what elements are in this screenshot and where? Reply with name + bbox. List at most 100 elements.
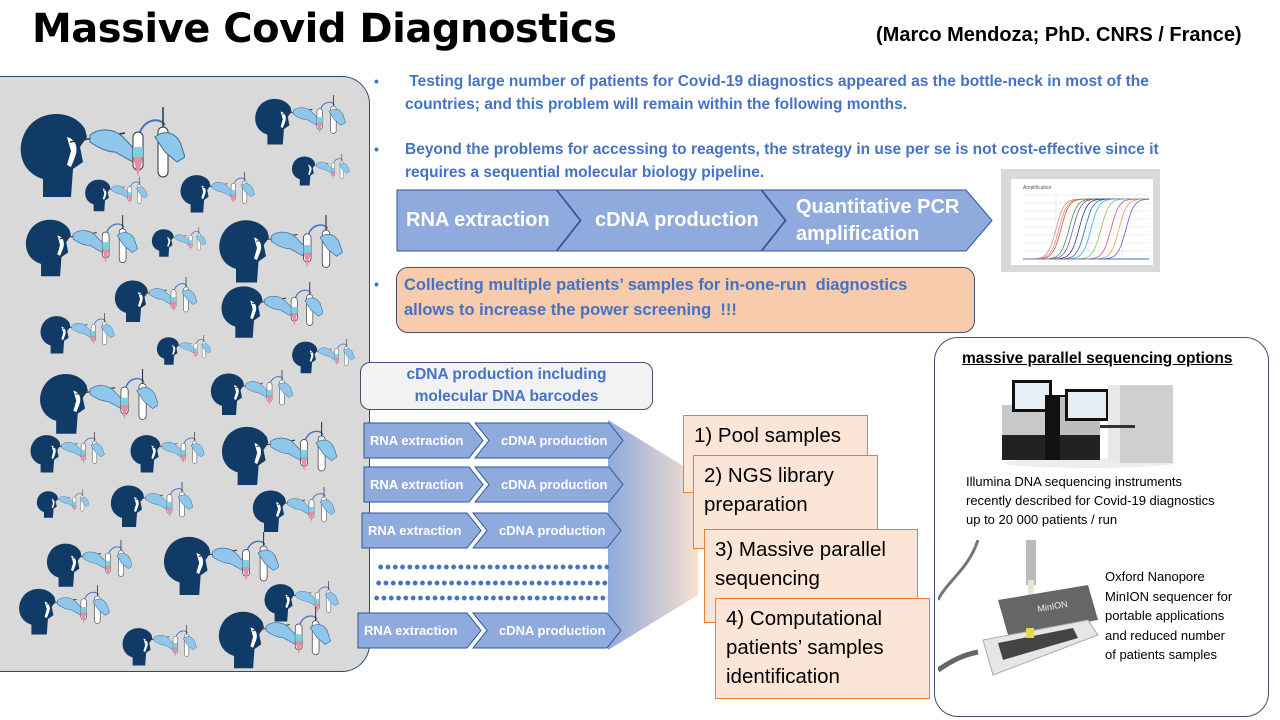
swab-test-icon <box>215 607 331 671</box>
author-credit: (Marco Mendoza; PhD. CNRS / France) <box>876 24 1242 46</box>
ellipsis-dots-row <box>373 595 608 601</box>
swab-test-icon <box>252 95 346 147</box>
parallel-step-cdna-production: cDNA production <box>472 612 622 649</box>
swab-test-icon <box>155 335 212 366</box>
parallel-step-label: cDNA production <box>499 523 606 538</box>
highlight-line: Collecting multiple patients’ samples fo… <box>404 276 908 294</box>
swab-test-icon <box>250 487 335 535</box>
qpcr-chart-title: Amplification <box>1023 185 1052 191</box>
bullet-text-line: countries; and this problem will remain … <box>405 96 908 113</box>
parallel-step-label: RNA extraction <box>370 477 464 492</box>
ellipsis-dots-row <box>377 564 612 570</box>
swab-test-icon <box>44 540 133 589</box>
swab-test-icon <box>215 215 343 286</box>
swab-test-icon <box>22 215 138 280</box>
parallel-step-rna-extraction: RNA extraction <box>357 612 482 649</box>
amplification-curve <box>1023 198 1150 260</box>
parallel-step-label: RNA extraction <box>370 433 464 448</box>
swab-test-icon <box>16 585 110 637</box>
pooling-highlight-box <box>396 267 975 333</box>
bullet-text-line: Beyond the problems for accessing to rea… <box>405 141 1159 158</box>
bullet-item: • Beyond the problems for accessing to r… <box>372 138 1202 184</box>
bullet-item: • <box>372 273 392 293</box>
ngs-step-label: identification <box>726 665 840 688</box>
swab-test-icon <box>35 489 90 519</box>
slide-title: Massive Covid Diagnostics <box>32 6 617 52</box>
swab-illustration-panel <box>0 76 370 672</box>
pipeline-step-label: RNA extraction <box>406 209 550 231</box>
nanopore-description: Oxford Nanopore MinION sequencer for por… <box>1105 567 1232 665</box>
swab-test-icon <box>262 581 339 624</box>
pipeline-step-cdna-production: cDNA production <box>556 189 786 252</box>
nanopore-line: and reduced number <box>1105 627 1225 643</box>
bullet-dot-icon: • <box>374 141 379 157</box>
illumina-line: up to 20 000 patients / run <box>966 512 1118 527</box>
parallel-step-cdna-production: cDNA production <box>474 466 624 503</box>
illumina-description: Illumina DNA sequencing instruments rece… <box>966 472 1215 529</box>
swab-test-icon <box>15 107 185 202</box>
bullet-dot-icon: • <box>374 276 379 292</box>
barcode-label-box: cDNA production including molecular DNA … <box>360 362 653 410</box>
swab-test-icon <box>150 227 207 258</box>
barcode-line: molecular DNA barcodes <box>414 388 599 405</box>
minion-sequencer-icon: MinION <box>938 540 1099 676</box>
swab-test-icon <box>290 154 350 187</box>
parallel-step-rna-extraction: RNA extraction <box>361 512 482 549</box>
parallel-step-label: cDNA production <box>499 623 606 638</box>
pipeline-step-label-group: Quantitative PCR amplification <box>796 194 959 248</box>
ngs-step-computational-identification: 4) Computational patients’ samples ident… <box>715 598 930 699</box>
parallel-step-rna-extraction: RNA extraction <box>363 422 484 459</box>
ellipsis-dots-row <box>375 580 610 586</box>
parallel-step-label: cDNA production <box>501 433 608 448</box>
pooling-funnel-shape <box>608 420 698 650</box>
parallel-step-cdna-production: cDNA production <box>472 512 622 549</box>
ngs-step-label: 4) Computational <box>726 607 883 630</box>
swab-test-icon <box>218 422 337 489</box>
swab-test-icon <box>218 282 324 341</box>
swab-test-icon <box>83 177 148 213</box>
nanopore-line: of patients samples <box>1105 647 1218 662</box>
parallel-step-rna-extraction: RNA extraction <box>363 466 484 503</box>
amplification-curves-icon: Amplification <box>1011 179 1153 265</box>
swab-test-icon <box>178 172 255 215</box>
nanopore-line: MinION sequencer for <box>1105 588 1233 604</box>
illumina-line: recently described for Covid-19 diagnost… <box>966 493 1215 508</box>
parallel-step-cdna-production: cDNA production <box>474 422 624 459</box>
ngs-step-label: patients’ samples <box>726 636 884 659</box>
nanopore-line: Oxford Nanopore <box>1105 569 1205 584</box>
parallel-step-label: RNA extraction <box>364 623 458 638</box>
ngs-step-label: preparation <box>704 493 808 516</box>
qpcr-amplification-image: Amplification <box>1001 169 1160 272</box>
swab-test-icon <box>120 625 197 668</box>
parallel-step-label: cDNA production <box>501 477 608 492</box>
pipeline-step-label: cDNA production <box>595 209 759 231</box>
ngs-step-label: 1) Pool samples <box>694 424 841 447</box>
swab-test-icon <box>38 313 115 356</box>
pipeline-step-label: amplification <box>796 222 920 245</box>
pooling-highlight-text: Collecting multiple patients’ samples fo… <box>404 273 974 323</box>
pipeline-step-label: Quantitative PCR <box>796 195 960 218</box>
highlight-line: allows to increase the power screening !… <box>404 301 737 319</box>
swab-test-icon <box>28 432 105 475</box>
swab-test-icon <box>112 277 197 325</box>
bullet-dot-icon: • <box>374 73 379 89</box>
swab-test-icon <box>160 532 279 599</box>
swab-test-icon <box>290 339 355 375</box>
swab-test-icon <box>128 432 205 475</box>
ngs-step-label: sequencing <box>715 567 820 590</box>
sequencing-options-title: massive parallel sequencing options <box>962 350 1233 367</box>
swab-test-icon <box>108 482 193 530</box>
parallel-step-label: RNA extraction <box>368 523 462 538</box>
nanopore-line: portable applications <box>1105 608 1225 623</box>
ngs-step-label: 3) Massive parallel <box>715 538 886 561</box>
pipeline-step-qpcr: Quantitative PCR amplification <box>761 189 993 252</box>
ngs-step-label: 2) NGS library <box>704 464 834 487</box>
swab-test-icon <box>208 370 293 418</box>
bullet-text-line: Testing large number of patients for Cov… <box>405 73 1149 90</box>
pipeline-step-rna-extraction: RNA extraction <box>396 189 581 252</box>
illumina-sequencer-icon <box>1002 380 1175 468</box>
bullet-text-line: requires a sequential molecular biology … <box>405 164 765 181</box>
swab-test-icon <box>36 369 159 437</box>
barcode-line: cDNA production including <box>406 366 607 383</box>
bullet-item: • Testing large number of patients for C… <box>372 70 1202 116</box>
